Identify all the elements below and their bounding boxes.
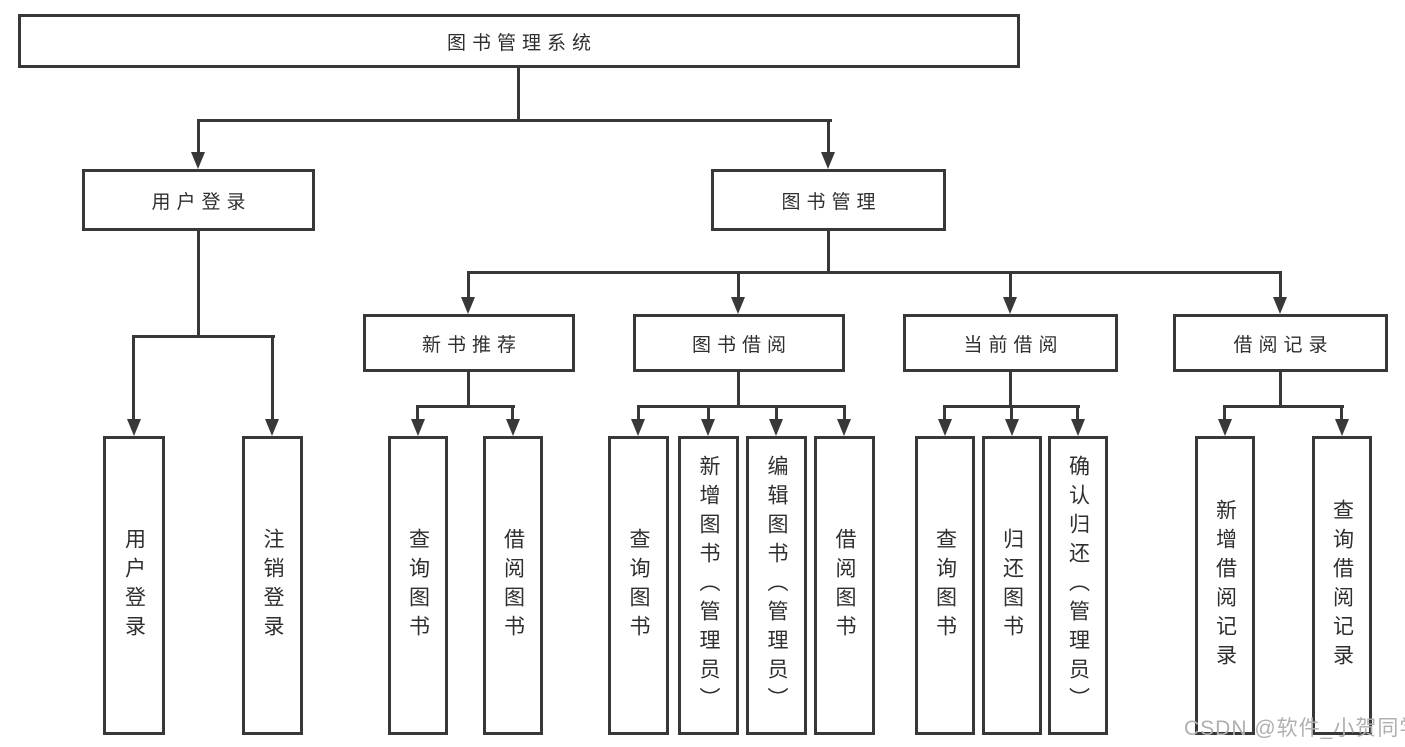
connector-line xyxy=(132,335,135,420)
arrowhead-down xyxy=(821,152,835,169)
connector-line xyxy=(467,371,470,408)
connector-line xyxy=(737,371,740,408)
leaf-add-book-admin: 新增图书（管理员） xyxy=(678,436,739,735)
connector-line xyxy=(511,405,514,422)
node-label: 图书管理系统 xyxy=(446,32,597,54)
arrowhead-down xyxy=(701,419,715,436)
connector-line xyxy=(133,335,275,338)
connector-line xyxy=(843,405,846,422)
arrowhead-down xyxy=(837,419,851,436)
leaf-confirm-return-admin: 确认归还（管理员） xyxy=(1048,436,1108,735)
connector-line xyxy=(1279,371,1282,408)
node-label: 图书借阅 xyxy=(691,334,792,356)
node-label: 借阅记录 xyxy=(1233,334,1334,356)
leaf-query-borrow-record: 查询借阅记录 xyxy=(1312,436,1372,735)
connector-line xyxy=(1076,405,1079,422)
connector-line xyxy=(197,119,832,122)
node-label: 查询借阅记录 xyxy=(1330,498,1354,673)
connector-line xyxy=(1340,405,1343,422)
leaf-edit-book-admin: 编辑图书（管理员） xyxy=(746,436,807,735)
node-label: 归还图书 xyxy=(1000,527,1024,644)
arrowhead-down xyxy=(461,297,475,314)
node-label: 当前借阅 xyxy=(963,334,1064,356)
node-book-borrowing: 图书借阅 xyxy=(633,314,845,372)
connector-line xyxy=(197,119,200,153)
node-current-borrowing: 当前借阅 xyxy=(903,314,1118,372)
connector-line xyxy=(827,230,830,274)
node-label: 新书推荐 xyxy=(421,334,522,356)
leaf-logout: 注销登录 xyxy=(242,436,303,735)
connector-line xyxy=(637,405,640,422)
connector-line xyxy=(1223,405,1226,422)
arrowhead-down xyxy=(1273,297,1287,314)
leaf-borrow-books: 借阅图书 xyxy=(814,436,875,735)
node-label: 用户登录 xyxy=(151,191,252,213)
connector-line xyxy=(943,405,946,422)
node-label: 借阅图书 xyxy=(833,527,856,644)
arrowhead-down xyxy=(411,419,425,436)
connector-line xyxy=(637,405,846,408)
node-label: 用户登录 xyxy=(122,527,146,644)
arrowhead-down xyxy=(191,152,205,169)
connector-line xyxy=(416,405,419,422)
node-label: 查询图书 xyxy=(627,527,650,644)
arrowhead-down xyxy=(1335,419,1349,436)
arrowhead-down xyxy=(127,419,141,436)
leaf-query-books-recommend: 查询图书 xyxy=(388,436,448,735)
leaf-add-borrow-record: 新增借阅记录 xyxy=(1195,436,1255,735)
connector-line xyxy=(416,405,515,408)
connector-line xyxy=(1223,405,1344,408)
node-label: 借阅图书 xyxy=(501,527,525,644)
csdn-watermark: CSDN @软件_小贺同学 xyxy=(1184,717,1405,740)
connector-line xyxy=(1009,271,1012,299)
connector-line xyxy=(1010,405,1013,422)
arrowhead-down xyxy=(265,419,279,436)
arrowhead-down xyxy=(1218,419,1232,436)
arrowhead-down xyxy=(938,419,952,436)
leaf-borrow-books-recommend: 借阅图书 xyxy=(483,436,543,735)
node-borrowing-records: 借阅记录 xyxy=(1173,314,1388,372)
leaf-query-books-borrowing: 查询图书 xyxy=(608,436,669,735)
arrowhead-down xyxy=(731,297,745,314)
node-book-management: 图书管理 xyxy=(711,169,946,231)
leaf-return-book: 归还图书 xyxy=(982,436,1042,735)
node-label: 新增借阅记录 xyxy=(1213,498,1237,673)
node-label: 编辑图书（管理员） xyxy=(765,455,788,716)
node-user-login: 用户登录 xyxy=(82,169,315,231)
node-label: 查询图书 xyxy=(406,527,430,644)
node-label: 确认归还（管理员） xyxy=(1066,455,1090,716)
connector-line xyxy=(197,230,200,337)
connector-line xyxy=(737,271,740,299)
connector-line xyxy=(827,119,830,153)
connector-line xyxy=(271,335,274,420)
connector-line xyxy=(467,271,470,299)
arrowhead-down xyxy=(506,419,520,436)
connector-line xyxy=(775,405,778,422)
arrowhead-down xyxy=(1005,419,1019,436)
arrowhead-down xyxy=(631,419,645,436)
node-library-management-system: 图书管理系统 xyxy=(18,14,1020,68)
connector-line xyxy=(517,67,520,121)
connector-line xyxy=(707,405,710,422)
connector-line xyxy=(467,271,1282,274)
node-label: 新增图书（管理员） xyxy=(697,455,720,716)
node-new-book-recommend: 新书推荐 xyxy=(363,314,575,372)
node-label: 注销登录 xyxy=(261,527,284,644)
connector-line xyxy=(1279,271,1282,299)
node-label: 图书管理 xyxy=(781,191,882,213)
leaf-query-books-current: 查询图书 xyxy=(915,436,975,735)
connector-line xyxy=(1009,371,1012,408)
arrowhead-down xyxy=(1003,297,1017,314)
leaf-user-login: 用户登录 xyxy=(103,436,165,735)
node-label: 查询图书 xyxy=(933,527,957,644)
arrowhead-down xyxy=(769,419,783,436)
arrowhead-down xyxy=(1071,419,1085,436)
